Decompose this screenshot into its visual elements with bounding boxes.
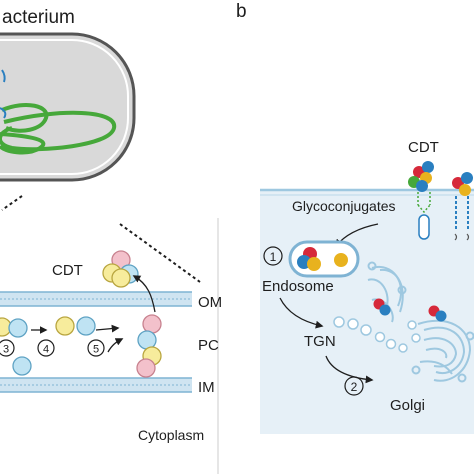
blue-strand <box>1 69 6 83</box>
zoom-line-right <box>119 223 201 283</box>
cdt-label-b: CDT <box>408 139 439 156</box>
endosome-label: Endosome <box>262 278 334 295</box>
golgi-label: Golgi <box>390 397 425 414</box>
step-1-number: 1 <box>270 250 277 264</box>
zoom-line-left <box>1 195 23 211</box>
om-label: OM <box>198 294 222 311</box>
cdt-secreted-cluster <box>102 250 139 288</box>
step-2-number: 2 <box>351 380 358 394</box>
glycoconjugates-label: Glycoconjugates <box>292 198 396 214</box>
cytoplasm-label: Cytoplasm <box>138 427 204 443</box>
membrane-zoom: OM PC IM Cytoplasm <box>0 218 222 474</box>
pc-label: PC <box>198 337 219 354</box>
endosome-to-tgn-arrow <box>279 297 324 329</box>
endosome <box>288 240 360 278</box>
step-1-marker: 1 <box>263 246 283 266</box>
step-5-number: 5 <box>93 344 99 356</box>
step-arrow-2 <box>95 324 120 333</box>
tgn-to-golgi-arrow <box>325 355 374 384</box>
blue-strand-2 <box>0 107 7 119</box>
panel-a: acterium <box>0 7 222 474</box>
cdt-in-golgi-lower <box>428 305 447 322</box>
bacterium <box>0 32 136 182</box>
bacterium-outer-wall <box>0 32 136 182</box>
cdt-receptor-right <box>452 172 473 241</box>
im-label: IM <box>198 379 215 396</box>
export-arrow <box>132 275 156 313</box>
periplasm-subunits <box>0 314 162 378</box>
panel-b: b CDT Glycoconjugates <box>236 1 474 434</box>
step-2-marker: 2 <box>344 376 364 396</box>
green-coil <box>0 102 117 155</box>
cdt-label-a: CDT <box>52 262 83 279</box>
step-arrow-3 <box>107 338 124 353</box>
step-5-marker: 5 <box>87 339 105 357</box>
step-3-marker: 3 <box>0 339 15 357</box>
panel-b-letter: b <box>236 1 247 22</box>
step-4-marker: 4 <box>37 339 55 357</box>
tgn-vesicles <box>333 316 421 353</box>
panel-a-title: acterium <box>2 7 75 28</box>
cdt-receptor-left <box>408 161 434 240</box>
step-4-number: 4 <box>43 344 49 356</box>
cdt-in-golgi-upper <box>373 298 391 316</box>
bacterium-inner-wall <box>0 39 129 175</box>
tgn-label: TGN <box>304 333 336 350</box>
step-3-number: 3 <box>3 344 9 356</box>
